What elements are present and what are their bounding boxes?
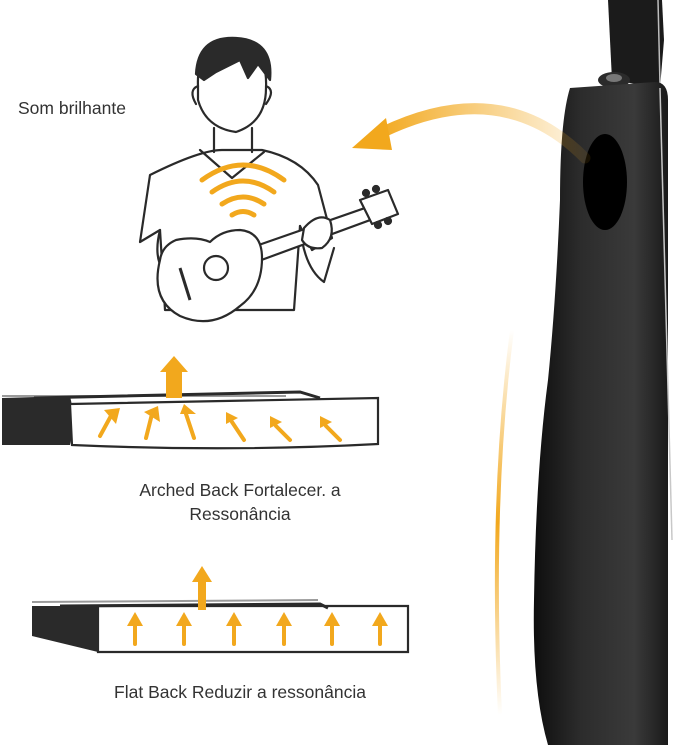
arched-caption-line2: Ressonância bbox=[189, 504, 291, 524]
side-sound-port bbox=[583, 134, 627, 230]
ukulele-front-icon bbox=[156, 184, 400, 323]
flat-output-arrow bbox=[192, 566, 212, 610]
ukulele-body bbox=[533, 82, 668, 745]
sound-waves-icon bbox=[199, 162, 287, 218]
ukulele-headstock bbox=[358, 188, 400, 226]
hair bbox=[194, 36, 272, 82]
ukulele-soundhole bbox=[202, 254, 230, 282]
flat-back-diagram bbox=[31, 566, 410, 654]
ukulele-neck bbox=[608, 0, 664, 88]
arched-back-diagram bbox=[2, 356, 380, 450]
arched-caption-line1: Arched Back Fortalecer. a bbox=[139, 480, 341, 500]
flat-body-panel bbox=[96, 604, 410, 654]
sound-direction-arrow bbox=[352, 103, 591, 164]
arched-output-arrow bbox=[160, 356, 188, 398]
ukulele-side-view bbox=[494, 0, 673, 745]
resonance-glow bbox=[494, 329, 514, 716]
ukulele-bridge bbox=[178, 267, 192, 301]
arched-back-caption: Arched Back Fortalecer. a Ressonância bbox=[80, 478, 400, 526]
flat-back-caption: Flat Back Reduzir a ressonância bbox=[114, 682, 366, 702]
bright-sound-label: Som brilhante bbox=[18, 98, 126, 118]
